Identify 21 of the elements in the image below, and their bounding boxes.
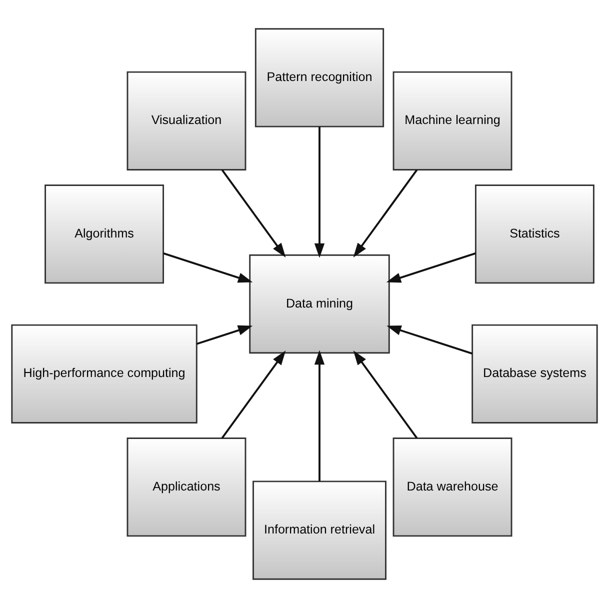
arrow <box>386 252 476 282</box>
node-box: Visualization <box>126 70 246 170</box>
arrow <box>221 350 286 438</box>
node-box: Database systems <box>472 324 598 423</box>
node-box: Statistics <box>474 184 594 284</box>
node-box: Algorithms <box>44 184 164 284</box>
arrow <box>314 350 325 481</box>
arrow <box>314 126 325 258</box>
node-box: Information retrieval <box>252 480 386 580</box>
arrow <box>353 168 418 257</box>
arrow <box>353 350 418 438</box>
arrow <box>196 324 253 344</box>
node-box: Applications <box>126 437 246 536</box>
node-box: Machine learning <box>392 70 512 170</box>
node-box: Data mining <box>249 254 390 354</box>
arrow <box>221 168 286 257</box>
arrow <box>163 252 253 282</box>
node-box: Pattern recognition <box>254 28 384 127</box>
node-box: High-performance computing <box>11 324 198 423</box>
node-box: Data warehouse <box>392 437 512 536</box>
arrow <box>386 324 472 354</box>
